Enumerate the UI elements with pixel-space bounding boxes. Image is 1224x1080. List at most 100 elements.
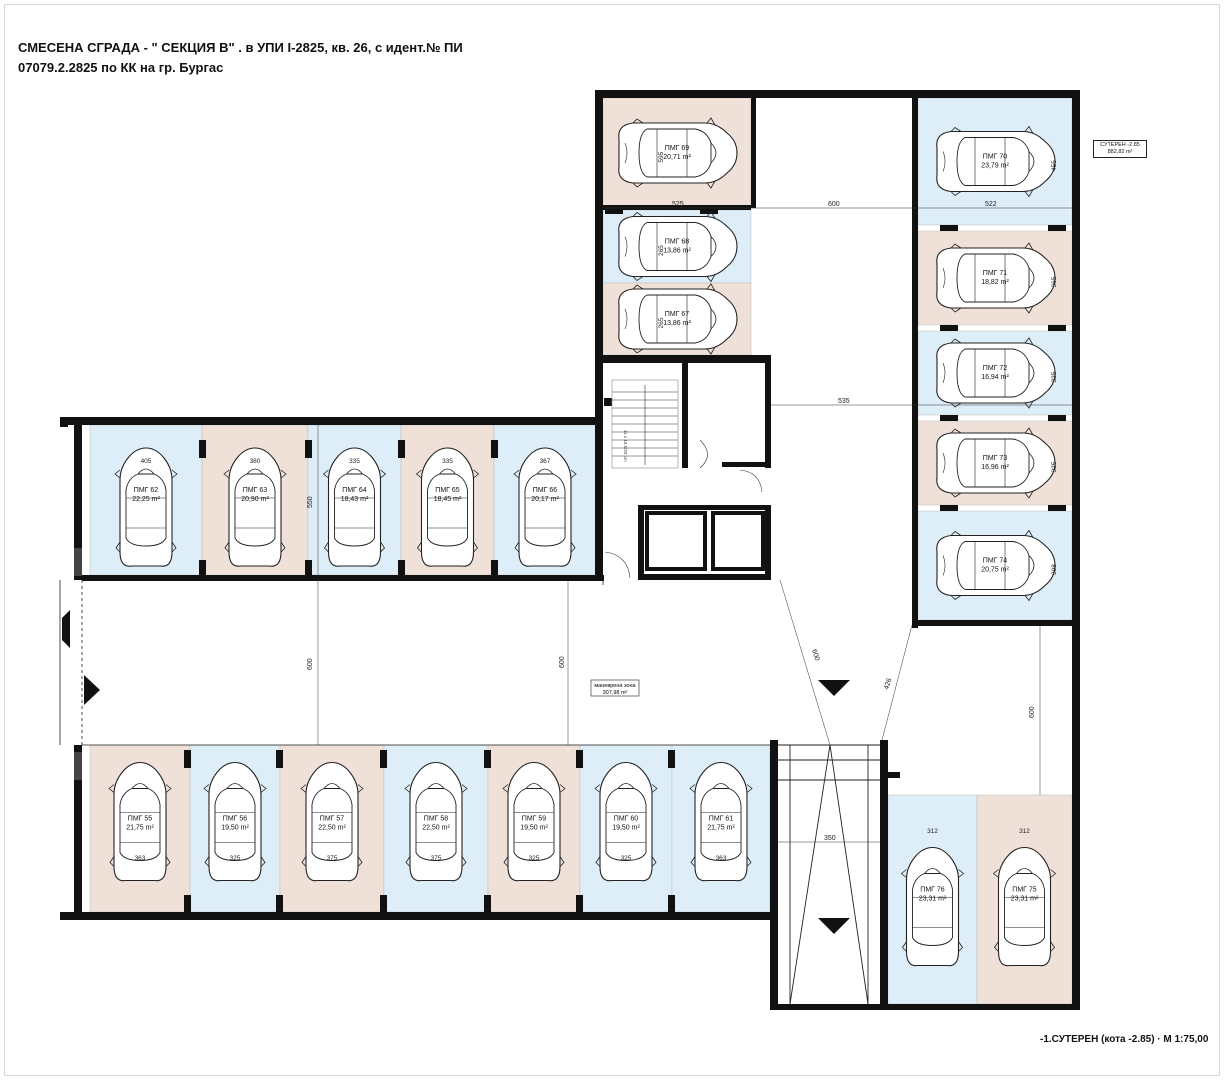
space-area-пмг-70: 23,79 m² xyxy=(981,163,1009,170)
space-dim-пмг-72: 325 xyxy=(1051,371,1058,382)
space-dim-пмг-67: 265 xyxy=(658,317,665,328)
space-id-пмг-59: ПМГ 59 xyxy=(522,816,546,823)
space-area-пмг-76: 23,31 m² xyxy=(919,896,947,903)
space-area-пмг-66: 20,17 m² xyxy=(531,496,559,503)
space-area-пмг-71: 18,82 m² xyxy=(981,279,1009,286)
space-dim-пмг-76: 312 xyxy=(927,828,938,835)
legend-level: СУТЕРЕН -2.85 xyxy=(1100,142,1140,148)
car-icon xyxy=(415,447,480,567)
legend-area: 882,82 m² xyxy=(1107,149,1133,155)
space-dim-пмг-70: 455 xyxy=(1051,160,1058,171)
space-dim-пмг-55: 363 xyxy=(135,855,146,862)
space-area-пмг-64: 18,43 m² xyxy=(341,496,369,503)
space-area-пмг-56: 19,50 m² xyxy=(221,825,249,832)
ramp xyxy=(778,744,880,1005)
space-dim-пмг-61: 363 xyxy=(716,855,727,862)
space-dim-пмг-71: 365 xyxy=(1051,276,1058,287)
staircase xyxy=(604,379,763,579)
space-id-пмг-72: ПМГ 72 xyxy=(983,365,1007,372)
space-dim-пмг-58: 375 xyxy=(431,855,442,862)
car-icon xyxy=(992,846,1057,967)
car-icon xyxy=(900,846,965,967)
space-id-пмг-76: ПМГ 76 xyxy=(920,887,944,894)
dim-top-aisle: 600 xyxy=(828,201,840,208)
space-area-пмг-55: 21,75 m² xyxy=(126,825,154,832)
space-dim-пмг-65: 335 xyxy=(442,458,453,465)
space-id-пмг-68: ПМГ 68 xyxy=(665,239,689,246)
arrow-down-icon xyxy=(818,680,850,696)
car-icon xyxy=(618,283,738,355)
space-dim-пмг-57: 375 xyxy=(327,855,338,862)
car-icon xyxy=(936,242,1056,314)
space-dim-пмг-63: 380 xyxy=(250,458,261,465)
walls xyxy=(60,90,1080,1010)
dim-left-aisle: 600 xyxy=(307,658,314,670)
space-id-пмг-55: ПМГ 55 xyxy=(128,816,152,823)
space-area-пмг-72: 16,94 m² xyxy=(981,374,1009,381)
space-id-пмг-71: ПМГ 71 xyxy=(983,270,1007,277)
maneuver-zone-name: маневрена зона xyxy=(594,683,636,689)
space-id-пмг-70: ПМГ 70 xyxy=(983,154,1007,161)
car-icon xyxy=(936,427,1056,499)
dim-left-depth: 550 xyxy=(307,496,314,508)
space-id-пмг-57: ПМГ 57 xyxy=(320,816,344,823)
driveway-lines xyxy=(59,580,880,746)
space-id-пмг-62: ПМГ 62 xyxy=(134,487,158,494)
car-icon xyxy=(114,447,178,567)
space-dim-пмг-66: 367 xyxy=(540,458,551,465)
space-area-пмг-74: 20,75 m² xyxy=(981,567,1009,574)
space-id-пмг-75: ПМГ 75 xyxy=(1012,887,1036,894)
car-icon xyxy=(618,117,738,189)
space-dim-пмг-62: 405 xyxy=(141,458,152,465)
dim-mid-aisle: 535 xyxy=(838,398,850,405)
space-dim-пмг-56: 325 xyxy=(230,855,241,862)
car-icon xyxy=(618,210,738,283)
space-id-пмг-73: ПМГ 73 xyxy=(983,455,1007,462)
space-area-пмг-75: 23,31 m² xyxy=(1011,896,1039,903)
drawing-frame xyxy=(4,4,1220,1076)
space-id-пмг-65: ПМГ 65 xyxy=(435,487,459,494)
dim-top-left: 525 xyxy=(672,201,684,208)
space-area-пмг-57: 22,50 m² xyxy=(318,825,346,832)
dim-right-aisle: 600 xyxy=(1029,706,1036,718)
car-icon xyxy=(322,447,387,567)
space-area-пмг-68: 13,86 m² xyxy=(663,248,691,255)
drawing-title: СМЕСЕНА СГРАДА - " СЕКЦИЯ В" . в УПИ I-2… xyxy=(18,38,618,78)
space-dim-пмг-64: 335 xyxy=(349,458,360,465)
space-area-пмг-60: 19,50 m² xyxy=(612,825,640,832)
dimension-lines xyxy=(317,207,1072,843)
dim-ramp-diag: 600 xyxy=(810,648,820,661)
arrow-down-icon-2 xyxy=(818,918,850,934)
space-area-пмг-58: 22,50 m² xyxy=(422,825,450,832)
space-id-пмг-66: ПМГ 66 xyxy=(533,487,557,494)
maneuver-zone-area: 307,98 m² xyxy=(603,690,628,696)
space-area-пмг-67: 13,86 m² xyxy=(663,320,691,327)
space-dim-пмг-74: 398 xyxy=(1051,564,1058,575)
dim-center-aisle: 600 xyxy=(559,656,566,668)
car-icon xyxy=(936,125,1056,198)
space-area-пмг-63: 20,90 m² xyxy=(241,496,269,503)
space-dim-пмг-59: 325 xyxy=(529,855,540,862)
space-area-пмг-61: 21,75 m² xyxy=(707,825,735,832)
space-dim-пмг-60: 325 xyxy=(621,855,632,862)
space-id-пмг-63: ПМГ 63 xyxy=(243,487,267,494)
dim-ramp-width: 350 xyxy=(824,835,836,842)
level-legend: СУТЕРЕН -2.85 882,82 m² xyxy=(1093,140,1147,158)
space-area-пмг-73: 16,96 m² xyxy=(981,464,1009,471)
stair-note: 11 x 16,5/29 cm xyxy=(623,430,628,462)
space-id-пмг-61: ПМГ 61 xyxy=(709,816,733,823)
dim-top-right: 522 xyxy=(985,201,997,208)
car-icon xyxy=(223,447,287,567)
vent-grilles xyxy=(74,548,82,780)
space-area-пмг-62: 22,25 m² xyxy=(132,496,160,503)
space-area-пмг-59: 19,50 m² xyxy=(520,825,548,832)
maneuver-zone-label: маневрена зона 307,98 m² xyxy=(590,679,640,697)
title-line-1: СМЕСЕНА СГРАДА - " СЕКЦИЯ В" . в УПИ I-2… xyxy=(18,40,463,55)
space-id-пмг-74: ПМГ 74 xyxy=(983,558,1007,565)
dim-diag-small: 426 xyxy=(883,677,893,690)
space-id-пмг-58: ПМГ 58 xyxy=(424,816,448,823)
car-icon xyxy=(936,337,1056,409)
title-line-2: 07079.2.2825 по КК на гр. Бургас xyxy=(18,60,224,75)
space-dim-пмг-75: 312 xyxy=(1019,828,1030,835)
